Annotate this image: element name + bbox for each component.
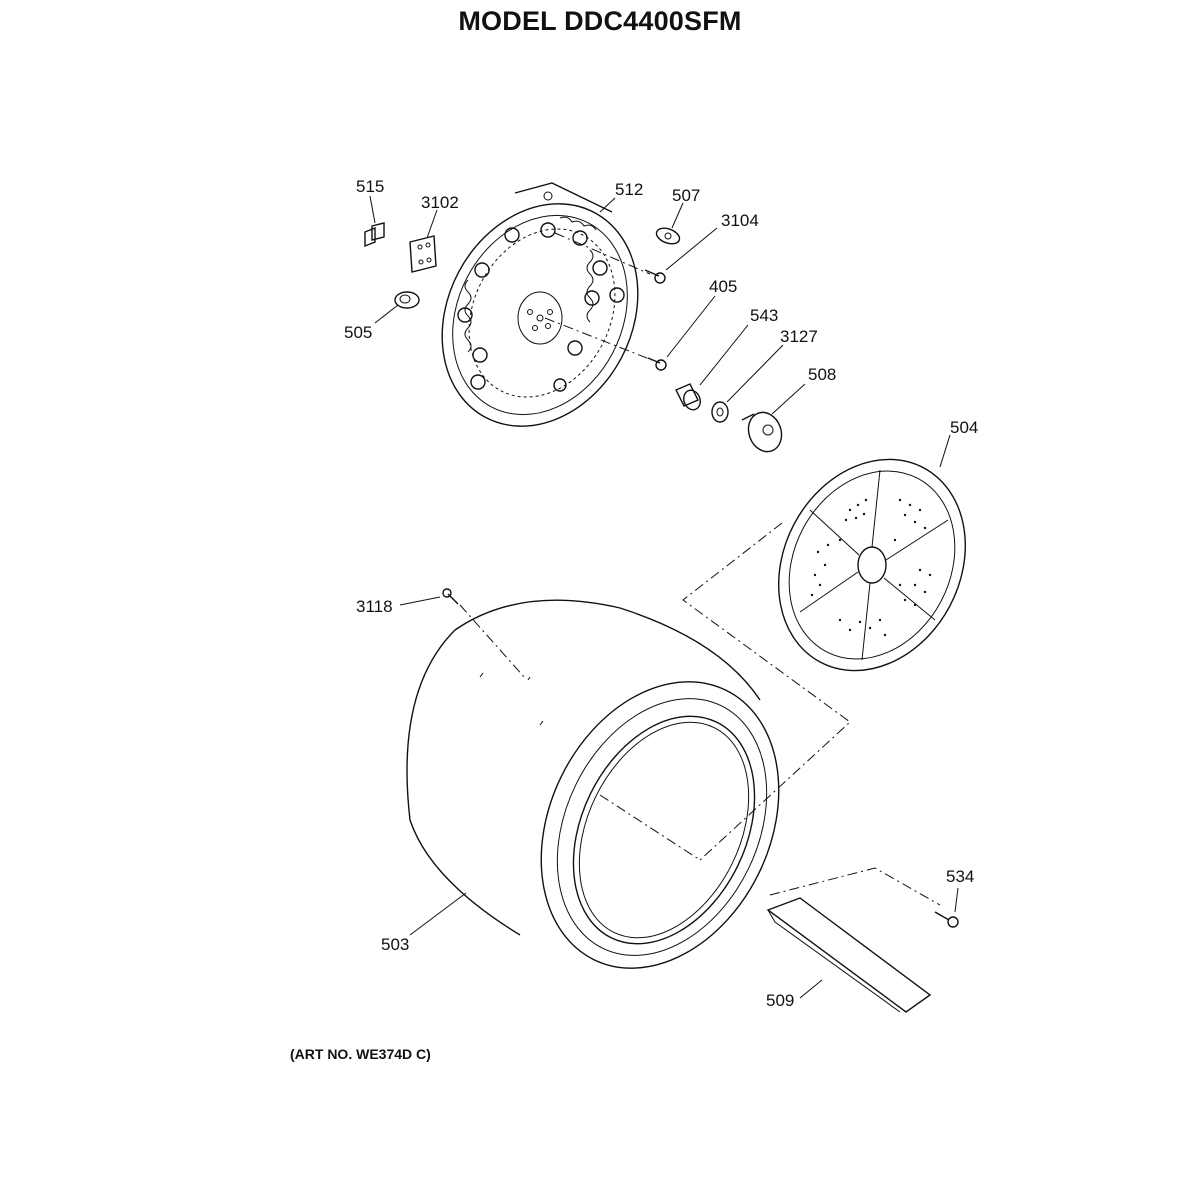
label-503: 503 bbox=[381, 935, 409, 954]
part-3104-bolt bbox=[644, 227, 718, 284]
part-505 bbox=[374, 291, 420, 324]
label-512: 512 bbox=[615, 180, 643, 199]
label-505: 505 bbox=[344, 323, 372, 342]
part-543-bearing bbox=[675, 324, 749, 411]
baffle-509 bbox=[766, 897, 932, 1013]
label-515: 515 bbox=[356, 177, 384, 196]
rear-bulkhead-512 bbox=[441, 182, 653, 427]
label-534: 534 bbox=[946, 867, 974, 886]
label-3104: 3104 bbox=[721, 211, 759, 230]
label-405: 405 bbox=[709, 277, 737, 296]
part-534-screw bbox=[934, 887, 959, 928]
part-507 bbox=[655, 202, 684, 245]
part-515 bbox=[364, 195, 385, 248]
part-405-bolt bbox=[647, 295, 716, 371]
leader-503 bbox=[409, 892, 467, 936]
label-507: 507 bbox=[672, 186, 700, 205]
drum-503 bbox=[406, 599, 780, 969]
label-3118: 3118 bbox=[356, 597, 393, 616]
front-disc-504 bbox=[778, 434, 966, 672]
label-508: 508 bbox=[808, 365, 836, 384]
part-508-shaft bbox=[741, 383, 806, 453]
label-504: 504 bbox=[950, 418, 978, 437]
diagram-title: MODEL DDC4400SFM bbox=[458, 6, 742, 36]
part-3127-washer bbox=[711, 344, 784, 423]
alignment-lines bbox=[599, 522, 941, 906]
perforation-pattern bbox=[810, 498, 932, 637]
label-543: 543 bbox=[750, 306, 778, 325]
label-509: 509 bbox=[766, 991, 794, 1010]
part-3118-screw bbox=[399, 588, 526, 679]
label-3102: 3102 bbox=[421, 193, 459, 212]
label-3127: 3127 bbox=[780, 327, 818, 346]
art-number-caption: (ART NO. WE374D C) bbox=[290, 1046, 431, 1062]
part-3102 bbox=[409, 209, 438, 273]
